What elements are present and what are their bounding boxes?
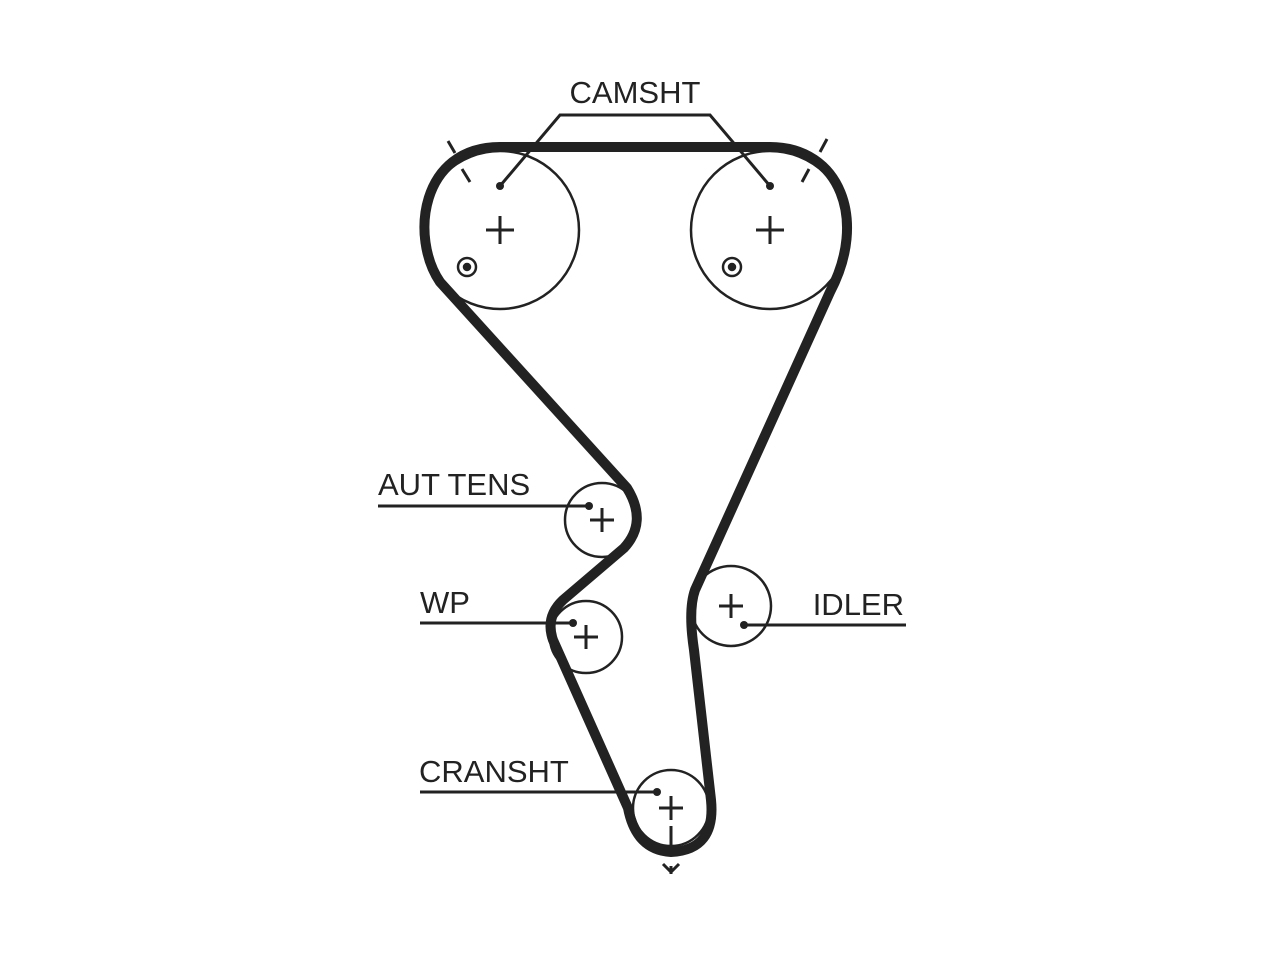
timing-mark-ticks xyxy=(446,138,829,875)
tick-left-inner xyxy=(460,168,472,183)
crankshaft-label: CRANSHT xyxy=(419,754,569,789)
idler-pulley xyxy=(689,564,773,648)
leader-lines xyxy=(378,113,906,794)
water-pump-label: WP xyxy=(420,585,470,620)
tick-crank-arrow xyxy=(661,862,681,875)
tick-left-outer xyxy=(446,140,457,154)
timing-mark-dot-left xyxy=(462,262,472,272)
leader-endpoints xyxy=(496,182,774,796)
timing-belt xyxy=(419,142,853,857)
camshaft-label: CAMSHT xyxy=(570,75,701,110)
timing-mark-dot-right xyxy=(727,262,737,272)
camshaft-leader xyxy=(498,113,772,187)
auto-tensioner-label: AUT TENS xyxy=(378,467,530,502)
idler-label: IDLER xyxy=(813,587,904,622)
tick-right-inner xyxy=(800,168,811,183)
tick-right-outer xyxy=(818,138,829,153)
